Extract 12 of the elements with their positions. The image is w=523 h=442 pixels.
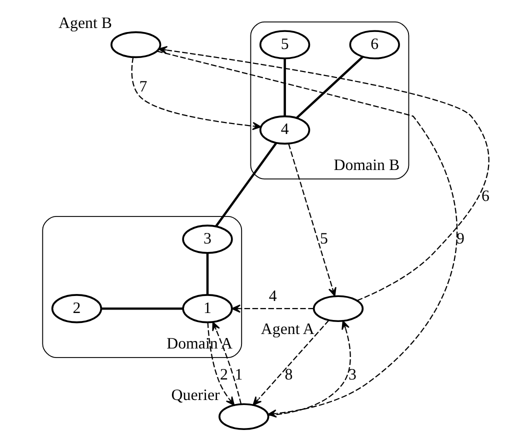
edge-label: 6 <box>481 188 490 205</box>
edge-label: 3 <box>348 366 356 384</box>
edge-label: 5 <box>320 230 328 248</box>
edge-label: 1 <box>234 366 243 384</box>
node-label: Querier <box>171 386 220 404</box>
edge-label: 2 <box>220 366 228 384</box>
edge-label: 7 <box>139 78 148 96</box>
edge-label: 9 <box>456 230 464 248</box>
node-label: Agent B <box>58 14 112 32</box>
edge-label: 4 <box>268 288 277 305</box>
node-label: Agent A <box>260 320 314 338</box>
edge-label: 8 <box>284 366 293 384</box>
